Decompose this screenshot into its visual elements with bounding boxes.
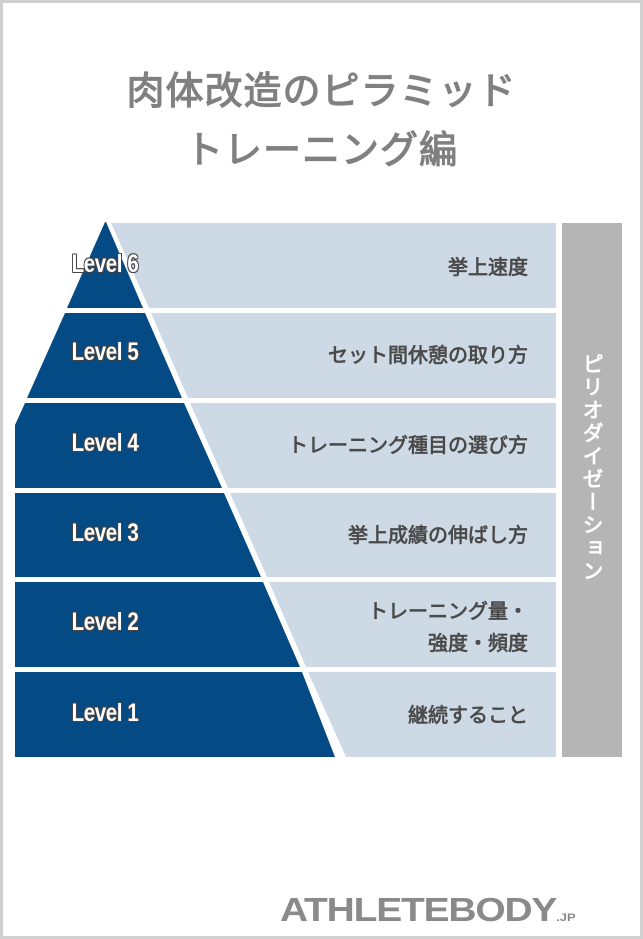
band-4 — [190, 403, 556, 488]
band-1 — [308, 672, 556, 757]
level-3-label: Level 3 — [71, 519, 139, 547]
level-4-label: Level 4 — [71, 429, 139, 457]
level-2-description-line-2: 強度・頻度 — [428, 631, 528, 655]
level-5-description: セット間休憩の取り方 — [328, 343, 528, 367]
periodization-bar: ピリオダイゼーション — [562, 223, 622, 757]
periodization-label: ピリオダイゼーション — [580, 353, 604, 583]
segment-5 — [27, 313, 182, 398]
segment-1 — [15, 672, 335, 757]
light-bands — [111, 223, 556, 757]
band-6 — [111, 223, 556, 308]
athletebody-logo: ATHLETEBODY.JP — [280, 893, 576, 926]
logo-main-text: ATHLETEBODY — [280, 891, 557, 928]
logo-suffix-text: .JP — [556, 912, 576, 924]
level-1-description: 継続すること — [408, 703, 528, 727]
level-6-description: 挙上速度 — [448, 255, 528, 279]
segment-3 — [15, 493, 261, 577]
band-5 — [151, 313, 556, 398]
segment-4 — [15, 403, 222, 488]
level-2-label: Level 2 — [71, 608, 139, 636]
level-6-label: Level 6 — [71, 250, 139, 278]
level-5-label: Level 5 — [71, 338, 139, 366]
level-1-label: Level 1 — [71, 699, 139, 727]
band-2 — [269, 582, 556, 667]
title-line-2: トレーニング編 — [184, 128, 458, 172]
segment-2 — [15, 582, 300, 667]
level-4-description: トレーニング種目の選び方 — [288, 433, 528, 457]
segment-6 — [67, 222, 143, 308]
level-2-description-line-1: トレーニング量・ — [368, 599, 528, 623]
level-3-description: 挙上成績の伸ばし方 — [348, 523, 528, 547]
title-line-1: 肉体改造のピラミッド — [126, 69, 517, 113]
pyramid-segments — [15, 222, 335, 757]
band-3 — [230, 493, 556, 577]
